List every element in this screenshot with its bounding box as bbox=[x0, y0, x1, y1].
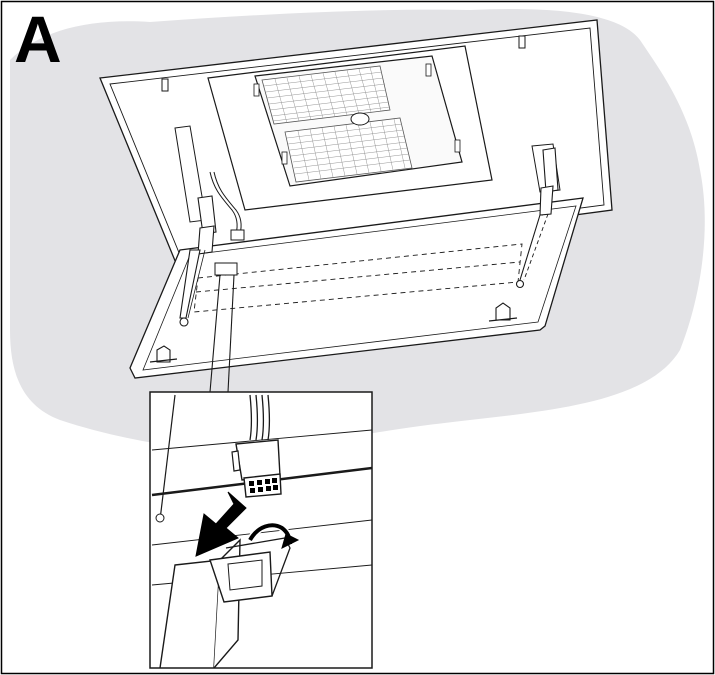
gas-strut bbox=[179, 147, 559, 327]
step-label: A bbox=[14, 2, 62, 76]
connector-detail-inset bbox=[149, 391, 373, 669]
push-arrow-icon bbox=[195, 491, 247, 557]
release-arrow-icon bbox=[246, 521, 300, 549]
connector-plug bbox=[209, 171, 245, 241]
grease-filter bbox=[207, 45, 493, 211]
callout-leader bbox=[209, 274, 235, 393]
